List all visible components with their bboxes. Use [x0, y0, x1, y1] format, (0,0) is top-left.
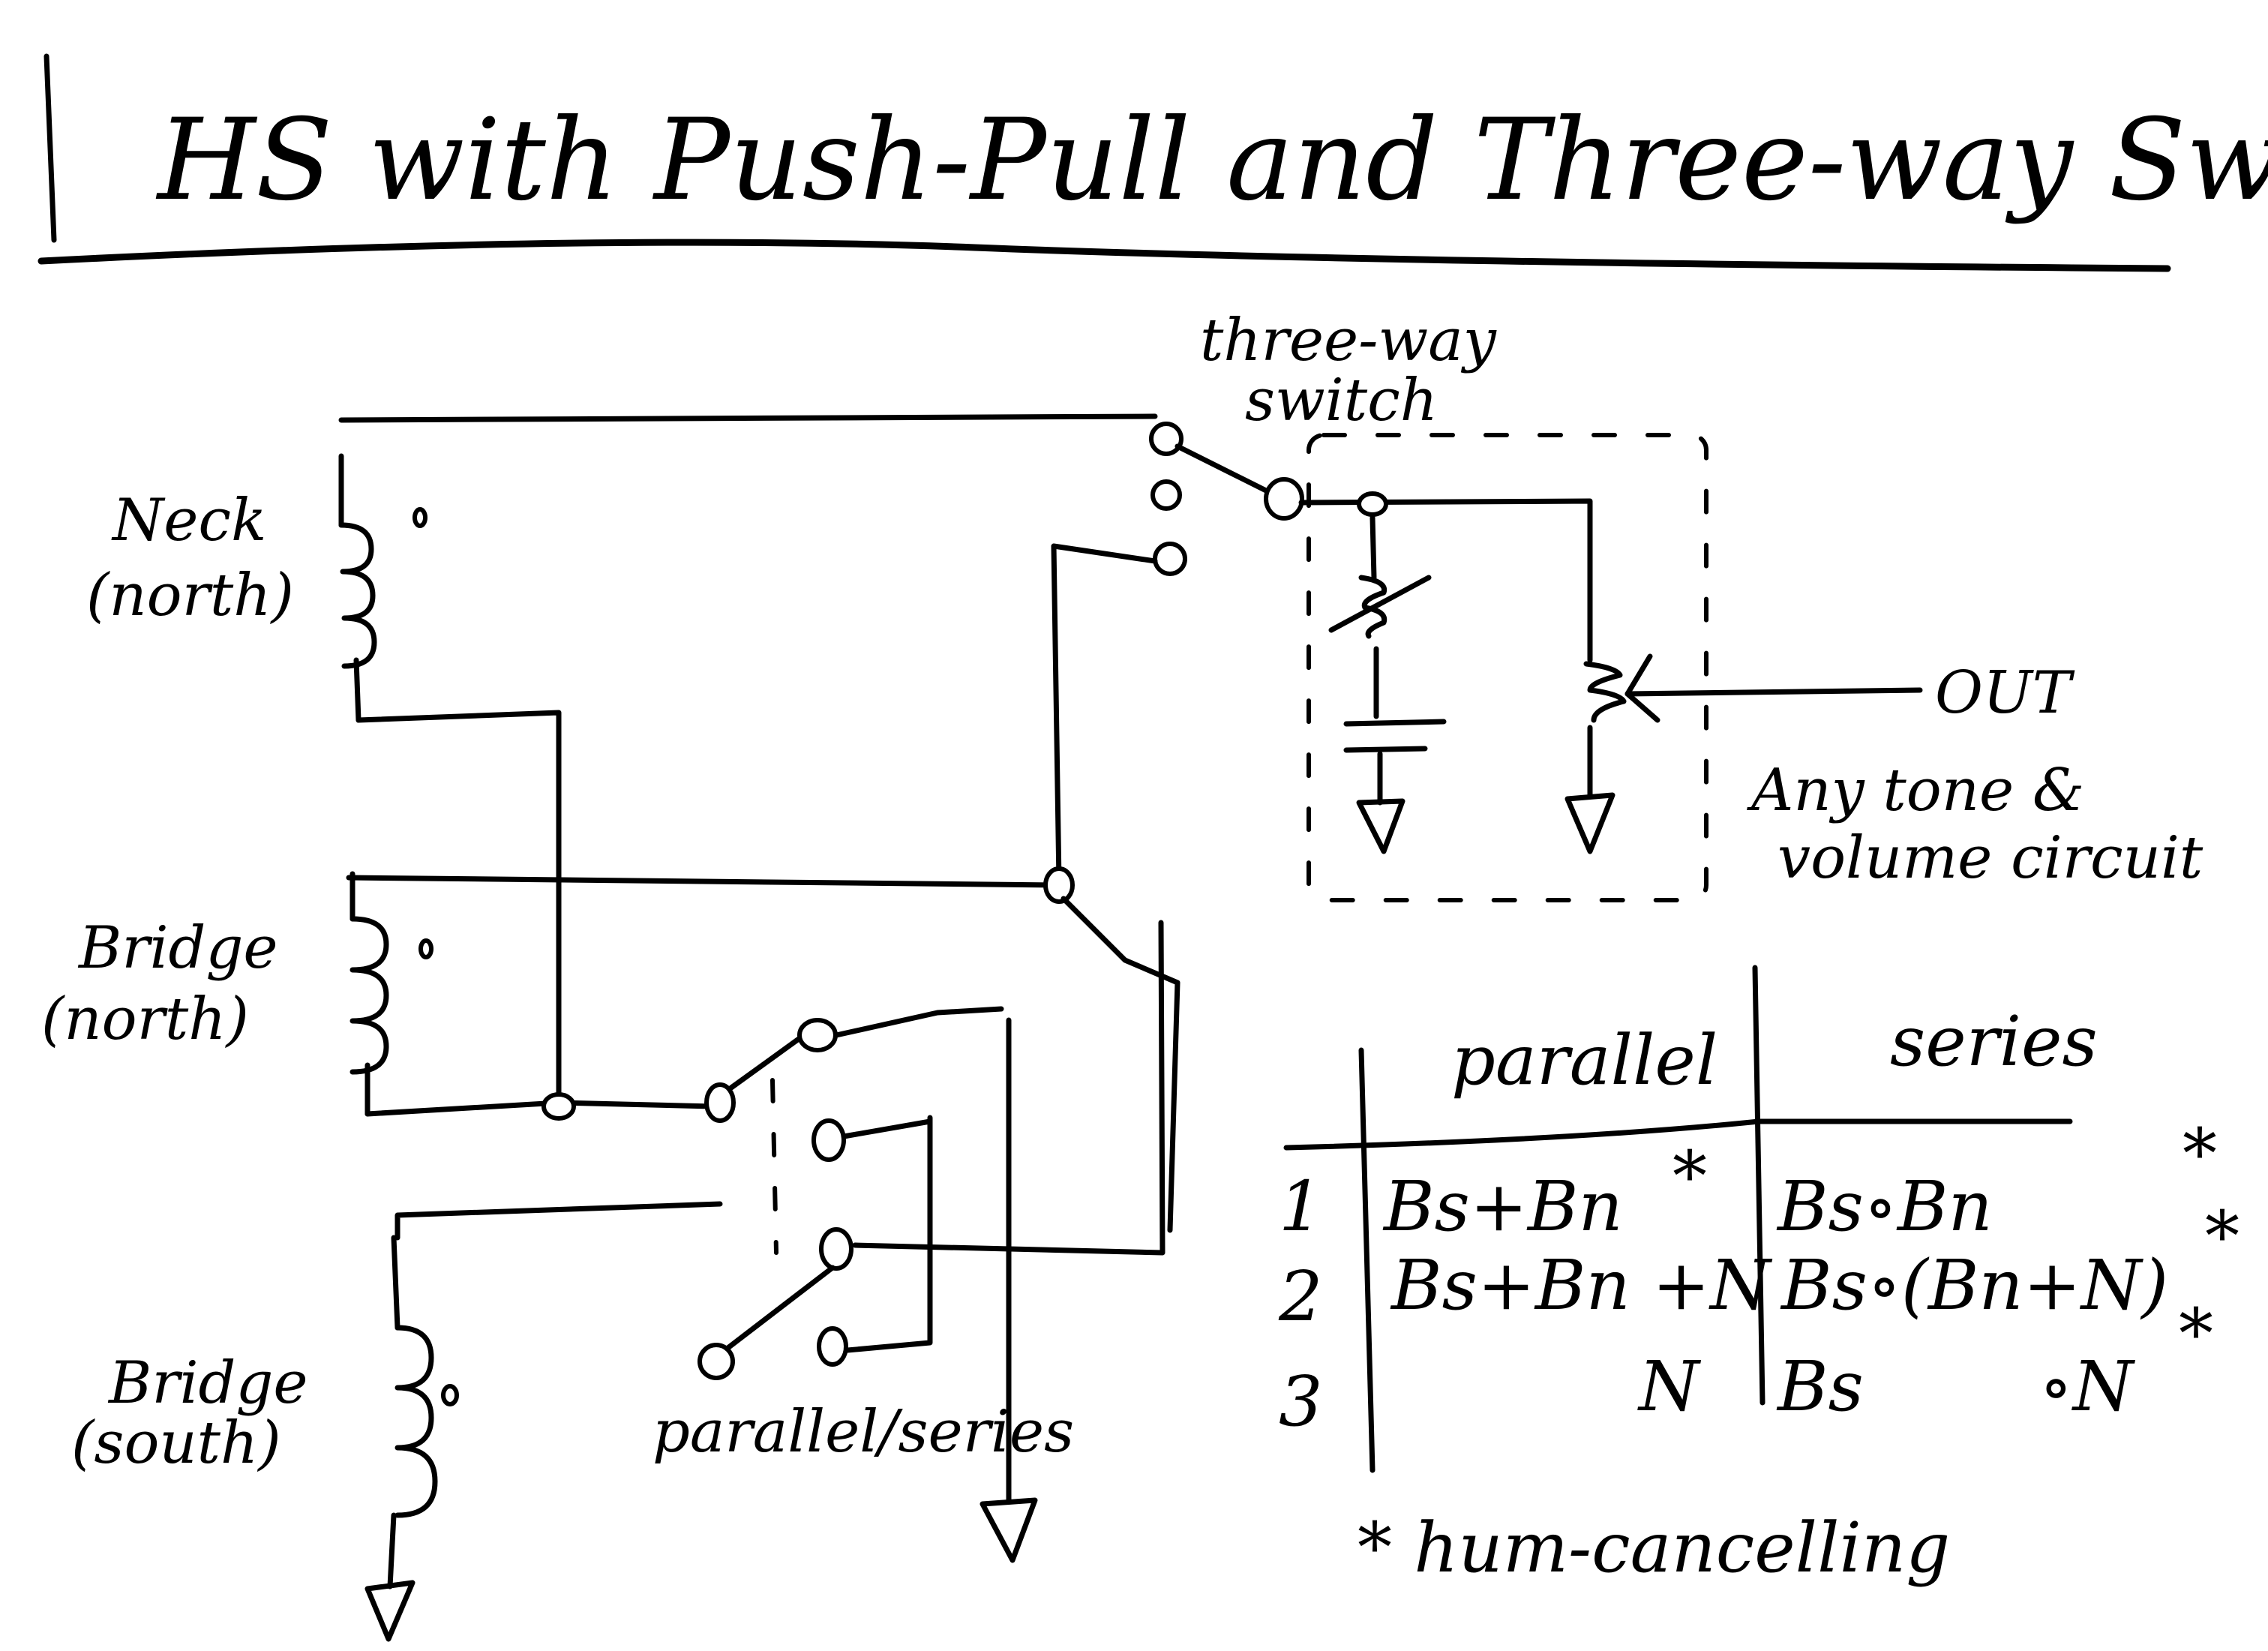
bridge-junction-node	[1043, 866, 1075, 904]
bridge-south-polarity: (south)	[71, 1409, 281, 1477]
output-wire	[1624, 687, 1923, 697]
3way-pos3-wire	[1051, 543, 1158, 884]
output-bus-wire	[1298, 498, 1593, 663]
bridge-north-name: Bridge	[77, 914, 278, 982]
table-header-parallel: parallel	[1451, 1020, 1718, 1100]
neck-lead-bottom	[353, 657, 362, 723]
neck-coil-icon	[338, 522, 377, 669]
bridge-south-lead-top	[391, 1235, 400, 1331]
3way-contact-3	[1153, 542, 1187, 576]
pp-junction-node	[542, 1092, 576, 1121]
bridge-south-polarity-dot-icon	[441, 1384, 459, 1406]
neck-to-3way-wire	[338, 413, 1158, 423]
pp-pole1-contact-a	[797, 1018, 838, 1052]
table-row-position: 1	[1279, 1166, 1323, 1247]
hum-cancel-mark-icon: *	[2205, 1196, 2240, 1277]
pp-pole1-common	[704, 1082, 736, 1123]
hum-cancelling-footnote: * hum-cancelling	[1358, 1508, 1950, 1588]
title-margin-bar	[44, 53, 57, 243]
bridge-north-coil-icon	[350, 916, 389, 1075]
table-row-position: 3	[1279, 1361, 1323, 1442]
pp-to-3way-pos2-wire	[852, 920, 1166, 1256]
capacitor-plate-bottom-icon	[1343, 746, 1428, 753]
table-header-series: series	[1890, 1001, 2098, 1082]
push-pull-label: parallel/series	[652, 1398, 1074, 1466]
table-cell-series: Bs∘Bn	[1776, 1166, 1993, 1247]
table-cell-parallel: Bs+Bn +N	[1390, 1245, 1773, 1325]
table-row-position: 2	[1278, 1256, 1323, 1337]
hum-cancel-mark-icon: *	[1672, 1136, 1707, 1217]
pp-pole1-contact-b	[812, 1118, 846, 1162]
3way-common	[1264, 477, 1304, 521]
3way-contact-2	[1150, 479, 1182, 511]
bridge-south-coil-icon	[394, 1325, 438, 1518]
neck-polarity-dot-icon	[412, 507, 428, 528]
bridge-north-hot-wire	[346, 875, 1060, 888]
table-col-divider-2	[1752, 965, 1766, 1406]
bridge-south-to-pp-wire	[394, 1201, 723, 1241]
pp-pole2-common	[698, 1343, 735, 1380]
pp-mechanical-link	[770, 1078, 778, 1255]
page-title: HS with Push-Pull and Three-way Switch	[155, 95, 2268, 226]
tone-tap-node	[1357, 491, 1388, 517]
3way-lever	[1174, 443, 1278, 498]
out-label: OUT	[1935, 659, 2075, 727]
pp-ground-icon	[980, 1497, 1038, 1563]
bridge-south-lead-bottom	[387, 1512, 397, 1589]
tone-vol-label-line1: Any tone &	[1747, 757, 2084, 824]
table-row: 2 Bs+Bn +N Bs∘(Bn+N) *	[1278, 1196, 2240, 1337]
bridge-south-pickup: Bridge (south)	[71, 1201, 723, 1642]
table-row: 1 Bs+Bn * Bs∘Bn *	[1279, 1114, 2217, 1247]
junction-to-pp-wire	[1060, 896, 1180, 1233]
neck-pickup: Neck (north)	[86, 413, 1158, 1098]
pp-pole1-lever	[728, 1036, 802, 1091]
table-cell-series: Bs∘(Bn+N)	[1780, 1245, 2168, 1325]
pp-pole2-contact-b	[817, 1326, 848, 1367]
three-way-label-line2: switch	[1245, 367, 1438, 434]
bridge-south-ground-icon	[364, 1580, 416, 1642]
tone-pot-icon	[1358, 575, 1388, 639]
neck-to-pp-wire	[356, 710, 562, 1098]
hum-cancel-mark-icon: *	[2182, 1114, 2217, 1194]
bridge-north-polarity-dot-icon	[418, 938, 434, 959]
table-row: 3 N Bs ∘N *	[1279, 1294, 2213, 1442]
bridge-north-to-pp-wire	[364, 1100, 716, 1117]
bridge-north-pickup: Bridge (north)	[41, 871, 1060, 1117]
table-cell-parallel: N	[1637, 1346, 1702, 1427]
table-cell-series: Bs ∘N	[1776, 1346, 2136, 1427]
table-col-divider-1	[1358, 1047, 1376, 1473]
bridge-south-name: Bridge	[107, 1349, 308, 1417]
three-way-label-line1: three-way	[1200, 307, 1497, 374]
tone-pot-arrow	[1328, 575, 1432, 633]
volume-wiper-arrow-bottom	[1624, 691, 1660, 723]
capacitor-plate-top-icon	[1343, 719, 1447, 727]
volume-wiper-arrow-top	[1624, 653, 1653, 697]
tone-ground-icon	[1356, 798, 1406, 854]
table-header-rule	[1283, 1118, 2073, 1151]
neck-pickup-polarity: (north)	[86, 562, 294, 629]
title-underline	[38, 239, 2171, 272]
title-block: HS with Push-Pull and Three-way Switch	[38, 53, 2268, 272]
pp-bridge-wire	[844, 1115, 933, 1353]
pp-pole1-to-3way-wire	[833, 1006, 1004, 1038]
volume-pot-icon	[1583, 661, 1627, 723]
neck-pickup-name: Neck	[111, 487, 266, 554]
three-way-switch: three-way switch	[1043, 307, 1497, 1233]
pp-pole1-b-wire	[841, 1118, 933, 1139]
pp-pole2-contact-a	[819, 1227, 854, 1271]
pp-pole2-lever	[717, 1265, 836, 1357]
table-cell-parallel: Bs+Bn	[1382, 1166, 1623, 1247]
volume-ground-icon	[1564, 792, 1616, 854]
push-pull-switch: parallel/series	[542, 920, 1166, 1563]
tone-volume-circuit: OUT Any tone & volume circuit	[1298, 433, 2204, 902]
tone-lead-top	[1370, 515, 1377, 581]
tone-vol-boundary	[1306, 433, 1708, 902]
3way-contact-1	[1149, 422, 1184, 456]
hum-cancel-mark-icon: *	[2179, 1294, 2213, 1374]
bridge-north-polarity: (north)	[41, 986, 249, 1053]
tone-vol-label-line2: volume circuit	[1778, 824, 2204, 892]
switch-combination-table: parallel series 1 Bs+Bn * Bs∘Bn * 2 Bs+B…	[1278, 965, 2240, 1588]
